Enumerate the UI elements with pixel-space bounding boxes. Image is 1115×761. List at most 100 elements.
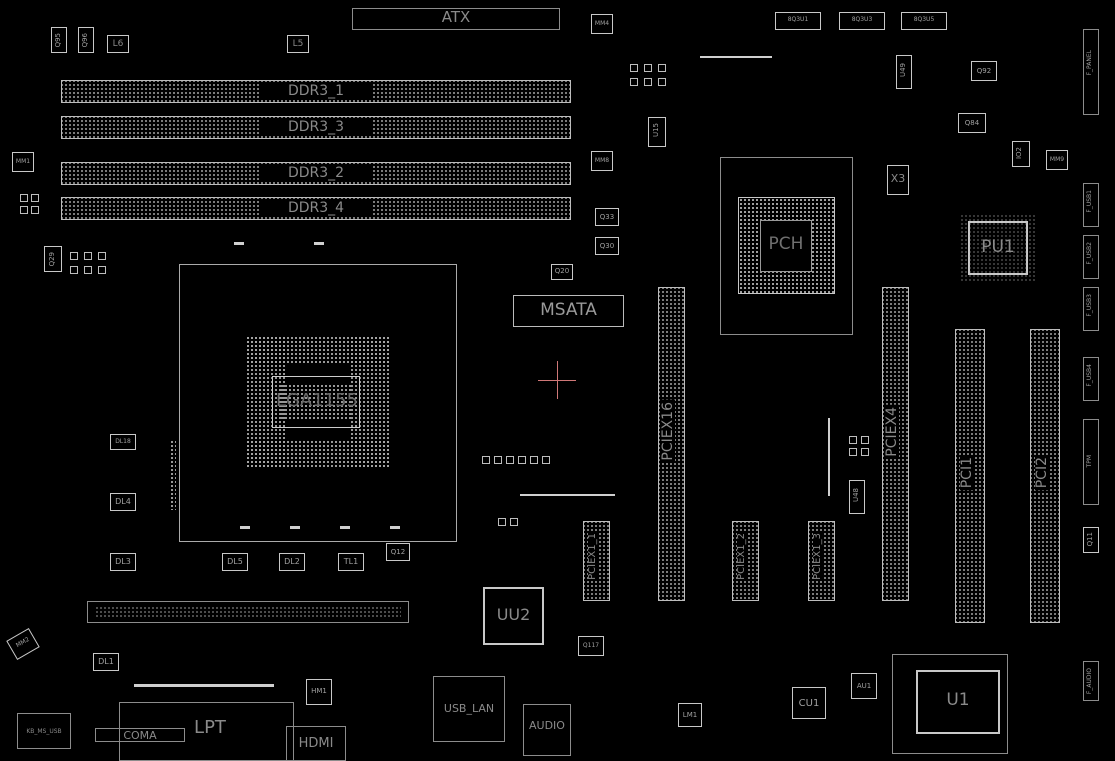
cpu-socket-center [272,376,360,428]
header-f-usb2 [1083,235,1099,279]
l5-label: L5 [292,39,304,49]
passive-6 [84,252,92,260]
passive-25 [849,436,857,444]
q12-label: Q12 [390,548,406,556]
dl2-led [279,553,305,571]
header-f-audio-label: F_AUDIO [1086,668,1093,695]
header-f-panel [1083,29,1099,115]
pad-1 [234,242,244,245]
uu2-label: UU2 [496,605,531,624]
header-f-usb3-label: F_USB3 [1086,294,1093,317]
header-f-usb1 [1083,183,1099,227]
q11-chip [1083,527,1099,553]
lm1-label: LM1 [682,711,698,719]
pciex16-label: PCIEX16 [660,400,676,463]
passive-15 [530,456,538,464]
dl5-label: DL5 [227,557,243,566]
crosshair-vertical [557,361,558,399]
q96-chip [78,27,94,53]
u48-chip [849,480,865,514]
pad-4 [290,526,300,529]
passive-28 [861,448,869,456]
au1-chip [851,673,877,699]
passive-20 [644,64,652,72]
pciex4-label: PCIEX4 [884,405,900,459]
header-tpm [1083,419,1099,505]
cpu-caps-left [170,440,176,510]
q29-chip [44,246,62,272]
q96-label: Q96 [81,33,89,48]
cpu-socket-center-pins [280,384,352,420]
pciex1-2-label: PCIEX1_2 [736,533,747,580]
hm1-chip [306,679,332,705]
q92-chip [971,61,997,81]
pad-9 [700,56,772,58]
pad-10 [134,684,274,687]
tl1-led [338,553,364,571]
u48-label: U48 [852,488,860,503]
top-chip-3 [901,12,947,30]
pch-outline [720,157,853,335]
dl18-label: DL18 [115,438,131,445]
passive-3 [20,206,28,214]
passive-11 [482,456,490,464]
ddr-slot-4-label: DDR3_4 [261,201,371,215]
dl3-label: DL3 [115,557,131,566]
q30-label: Q30 [599,242,615,250]
msata-connector [513,295,624,327]
u49-label: U49 [899,63,907,78]
msata-label: MSATA [540,300,597,320]
top-chip-1-label: 8Q3U1 [787,16,809,23]
x3-crystal [887,165,909,195]
l6-label: L6 [112,39,124,49]
lm1-chip [678,703,702,727]
pch-label: PCH [768,234,804,254]
q33-chip [595,208,619,226]
atx-connector [352,8,560,30]
u1-label: U1 [946,690,970,710]
lpt-label: LPT [194,717,226,738]
coma-label: COMA [123,729,157,742]
cpu-socket [179,264,457,542]
ddr-slot-3-label: DDR3_3 [261,120,371,134]
u1-outline [892,654,1008,754]
pad-8 [828,418,830,496]
q12-chip [386,543,410,561]
header-tpm-label: TPM [1086,455,1093,468]
q11-label: Q11 [1086,532,1094,547]
passive-13 [506,456,514,464]
mm-chip-3 [591,151,613,171]
passive-22 [630,78,638,86]
dl5-led [222,553,248,571]
mm-chip-4 [1046,150,1068,170]
u15-label: U15 [652,123,660,138]
vrm-mosfet-row [87,601,409,623]
pad-6 [390,526,400,529]
pu1-label: PU1 [981,237,1015,257]
pci2-label: PCI2 [1034,455,1050,491]
dl4-label: DL4 [115,497,131,506]
audio-label: AUDIO [529,719,565,732]
passive-21 [658,64,666,72]
cpu-socket-pins-bottom [246,440,390,468]
dl1-led [93,653,119,671]
passive-24 [658,78,666,86]
top-chip-1 [775,12,821,30]
passive-9 [84,266,92,274]
cpu-socket-label: LGA1155 [275,390,359,411]
mm-chip-2-label: MM4 [594,20,610,27]
passive-26 [861,436,869,444]
passive-10 [98,266,106,274]
header-f-usb2-label: F_USB2 [1086,242,1093,265]
cu1-chip [792,687,826,719]
io2-label: IO2 [1015,147,1023,160]
uu2-chip [483,587,544,645]
q95-chip [51,27,67,53]
pciex1-3-label: PCIEX1_3 [812,533,823,580]
header-f-usb3 [1083,287,1099,331]
q92-label: Q92 [976,67,992,75]
passive-12 [494,456,502,464]
q29-label: Q29 [48,252,56,267]
mm-chip-2 [591,14,613,34]
